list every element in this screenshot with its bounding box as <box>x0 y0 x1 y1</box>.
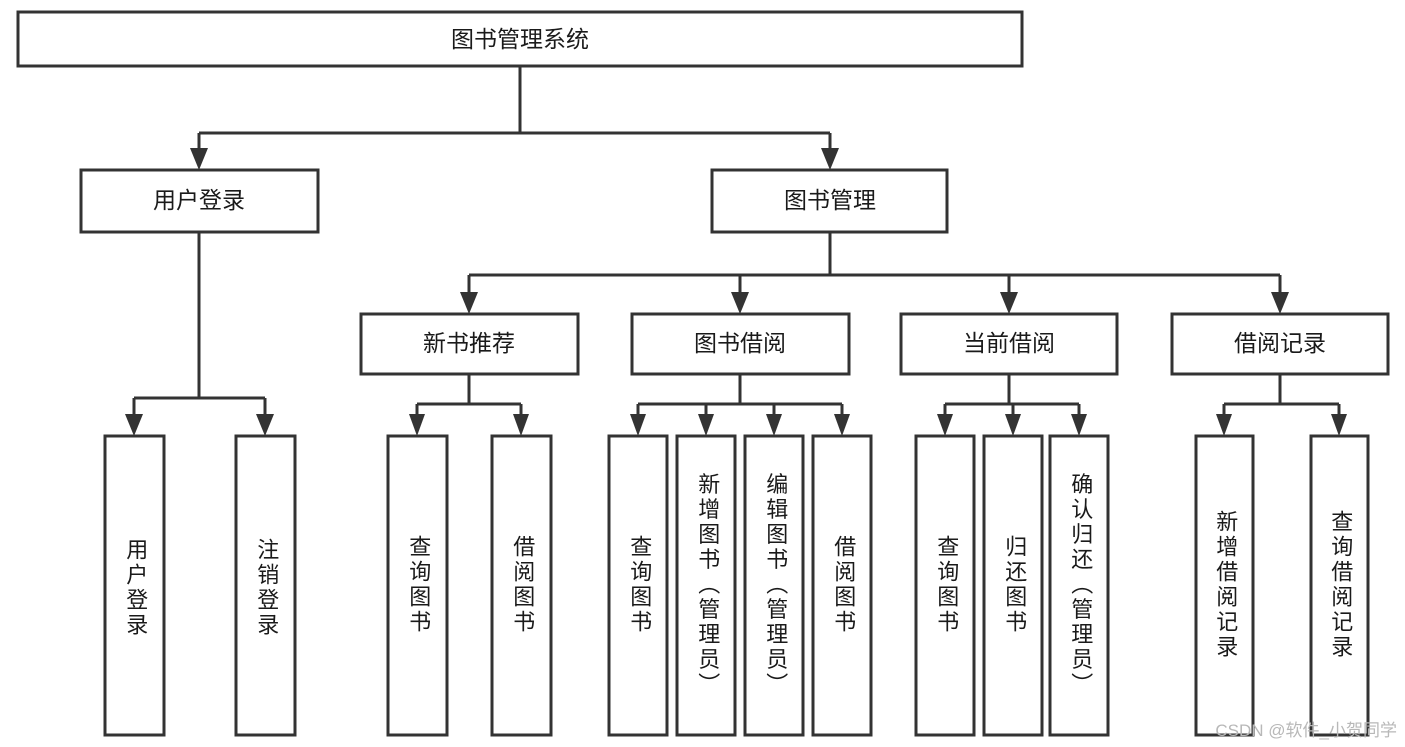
node-leaf-borrow-edit[interactable]: 编辑图书（管理员） <box>743 434 805 737</box>
node-root[interactable]: 图书管理系统 <box>16 10 1024 68</box>
node-leaf-user-login-label: 用户登录 <box>123 538 148 638</box>
arrow-icon-new-book-rec <box>460 292 478 314</box>
node-leaf-rec-search-label: 查询借阅记录 <box>1328 510 1353 660</box>
node-leaf-cur-query-box[interactable] <box>914 434 976 737</box>
node-leaf-cur-query-label: 查询图书 <box>934 535 959 635</box>
arrow-icon-book-mgmt <box>821 148 839 170</box>
node-user-login[interactable]: 用户登录 <box>79 168 320 234</box>
node-borrow-record-label: 借阅记录 <box>1234 330 1326 356</box>
node-leaf-cur-return[interactable]: 归还图书 <box>982 434 1044 737</box>
node-leaf-user-logout-box[interactable] <box>234 434 297 737</box>
node-leaf-rec-search-box[interactable] <box>1309 434 1370 737</box>
node-leaf-cur-return-box[interactable] <box>982 434 1044 737</box>
node-user-login-box[interactable] <box>79 168 320 234</box>
arrow-icon-leaf-borrow-edit <box>766 414 782 436</box>
node-leaf-borrow-add[interactable]: 新增图书（管理员） <box>675 434 737 737</box>
node-leaf-borrow-do-box[interactable] <box>811 434 873 737</box>
arrow-icon-leaf-borrow-do <box>834 414 850 436</box>
node-leaf-borrow-query-label: 查询图书 <box>627 535 652 635</box>
arrow-icon-book-borrow <box>731 292 749 314</box>
arrow-icon-current-borrow <box>1000 292 1018 314</box>
node-book-mgmt-box[interactable] <box>710 168 949 234</box>
node-leaf-rec-borrow[interactable]: 借阅图书 <box>490 434 553 737</box>
node-leaf-rec-search[interactable]: 查询借阅记录 <box>1309 434 1370 737</box>
node-leaf-rec-query-box[interactable] <box>386 434 449 737</box>
node-leaf-borrow-do[interactable]: 借阅图书 <box>811 434 873 737</box>
arrow-icon-leaf-rec-search <box>1331 414 1347 436</box>
arrow-icon-leaf-cur-return <box>1005 414 1021 436</box>
node-root-box[interactable] <box>16 10 1024 68</box>
node-leaf-borrow-add-box[interactable] <box>675 434 737 737</box>
node-leaf-user-logout-label: 注销登录 <box>254 538 279 638</box>
node-book-mgmt[interactable]: 图书管理 <box>710 168 949 234</box>
node-book-borrow[interactable]: 图书借阅 <box>630 312 851 376</box>
node-leaf-rec-query-label: 查询图书 <box>406 535 431 635</box>
node-leaf-rec-borrow-label: 借阅图书 <box>510 535 535 635</box>
node-leaf-rec-add-label: 新增借阅记录 <box>1213 510 1238 660</box>
node-leaf-cur-confirm[interactable]: 确认归还（管理员） <box>1048 434 1110 737</box>
arrow-icon-leaf-rec-borrow <box>513 414 529 436</box>
node-leaf-borrow-query[interactable]: 查询图书 <box>607 434 669 737</box>
arrowheads <box>125 148 1347 436</box>
node-leaf-user-login[interactable]: 用户登录 <box>103 434 166 737</box>
node-leaf-cur-return-label: 归还图书 <box>1002 535 1027 635</box>
node-leaf-rec-query[interactable]: 查询图书 <box>386 434 449 737</box>
node-borrow-record[interactable]: 借阅记录 <box>1170 312 1390 376</box>
node-current-borrow[interactable]: 当前借阅 <box>899 312 1119 376</box>
node-leaf-user-login-box[interactable] <box>103 434 166 737</box>
node-current-borrow-box[interactable] <box>899 312 1119 376</box>
node-book-borrow-label: 图书借阅 <box>694 330 786 356</box>
arrow-icon-leaf-user-logout <box>256 414 274 436</box>
node-book-borrow-box[interactable] <box>630 312 851 376</box>
node-leaf-rec-add-box[interactable] <box>1194 434 1255 737</box>
arrow-icon-leaf-borrow-query <box>630 414 646 436</box>
arrow-icon-leaf-rec-add <box>1216 414 1232 436</box>
node-leaf-rec-add[interactable]: 新增借阅记录 <box>1194 434 1255 737</box>
node-leaf-borrow-query-box[interactable] <box>607 434 669 737</box>
node-current-borrow-label: 当前借阅 <box>963 330 1055 356</box>
node-new-book-rec-label: 新书推荐 <box>423 330 515 356</box>
node-leaf-user-logout[interactable]: 注销登录 <box>234 434 297 737</box>
node-root-label: 图书管理系统 <box>451 26 589 52</box>
node-leaf-borrow-edit-label: 编辑图书（管理员） <box>763 473 788 698</box>
node-leaf-cur-confirm-box[interactable] <box>1048 434 1110 737</box>
node-borrow-record-box[interactable] <box>1170 312 1390 376</box>
arrow-icon-leaf-borrow-add <box>698 414 714 436</box>
node-leaf-rec-borrow-box[interactable] <box>490 434 553 737</box>
node-leaf-cur-query[interactable]: 查询图书 <box>914 434 976 737</box>
arrow-icon-user-login <box>190 148 208 170</box>
arrow-icon-leaf-cur-query <box>937 414 953 436</box>
node-new-book-rec-box[interactable] <box>359 312 580 376</box>
arrow-icon-leaf-rec-query <box>409 414 425 436</box>
arrow-icon-leaf-cur-confirm <box>1071 414 1087 436</box>
node-leaf-cur-confirm-label: 确认归还（管理员） <box>1068 473 1093 698</box>
node-leaf-borrow-do-label: 借阅图书 <box>831 535 856 635</box>
arrow-icon-leaf-user-login <box>125 414 143 436</box>
node-leaf-borrow-add-label: 新增图书（管理员） <box>695 473 720 698</box>
node-new-book-rec[interactable]: 新书推荐 <box>359 312 580 376</box>
node-user-login-label: 用户登录 <box>153 187 245 213</box>
node-book-mgmt-label: 图书管理 <box>784 187 876 213</box>
node-leaf-borrow-edit-box[interactable] <box>743 434 805 737</box>
arrow-icon-borrow-record <box>1271 292 1289 314</box>
